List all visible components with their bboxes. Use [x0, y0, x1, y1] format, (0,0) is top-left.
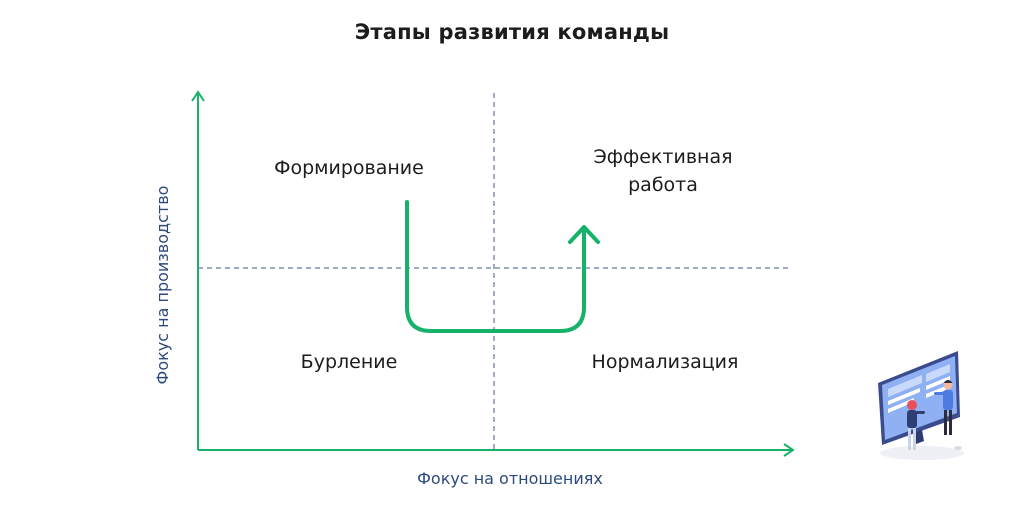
y-axis-arrowhead: [191, 90, 205, 102]
page-title: Этапы развития команды: [354, 20, 670, 44]
development-path: [405, 200, 586, 333]
team-at-screen-illustration: [878, 351, 964, 460]
path-arrowhead: [568, 225, 600, 244]
quadrant-storming-label: Бурление: [300, 351, 398, 373]
quadrant-performing-label: Эффективная работа: [593, 146, 733, 196]
x-axis-arrowhead: [783, 443, 795, 457]
quadrant-norming-label: Нормализация: [591, 351, 739, 373]
y-axis-label: Фокус на производство: [153, 185, 172, 385]
quadrant-forming-label: Формирование: [274, 157, 424, 179]
x-axis-label: Фокус на отношениях: [417, 469, 603, 488]
